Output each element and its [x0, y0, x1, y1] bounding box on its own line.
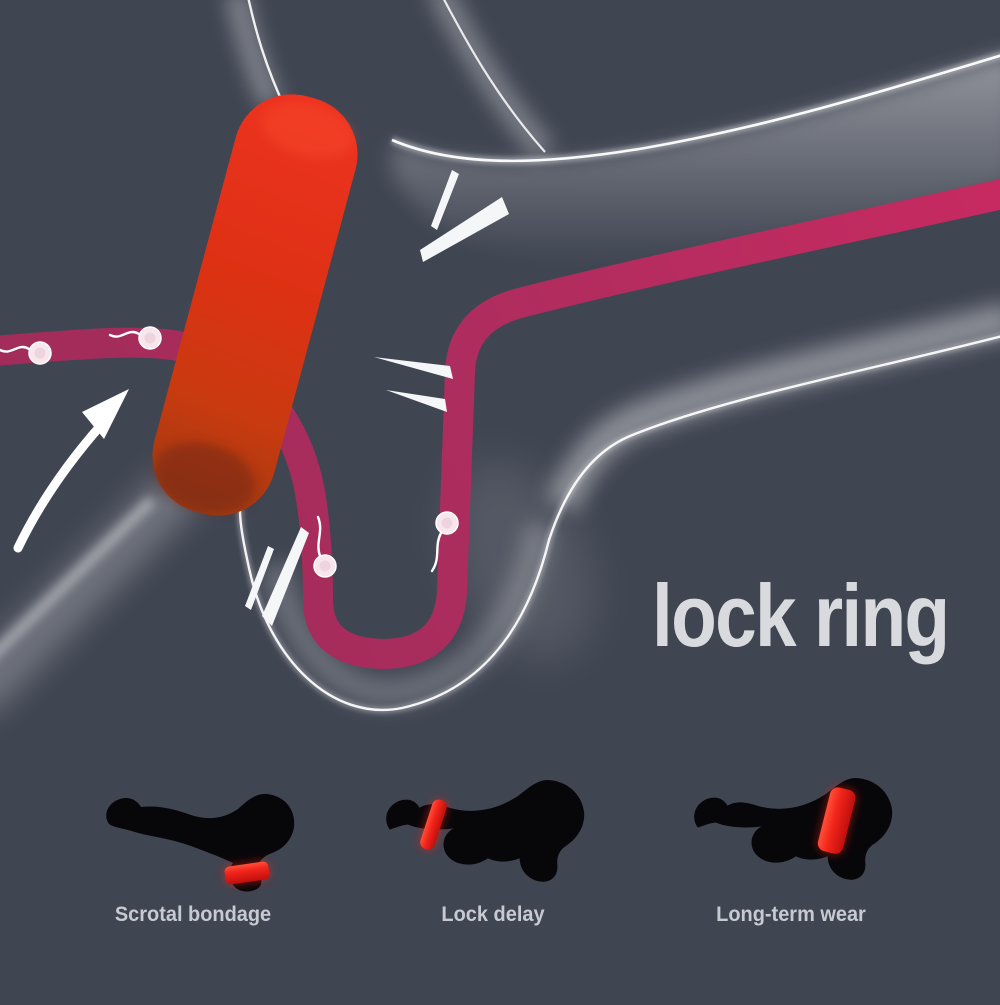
penis-silhouette: [386, 779, 585, 882]
long-term-wear-icon: [694, 777, 893, 880]
lock-delay-icon: [386, 779, 585, 882]
red-band: [817, 787, 856, 854]
red-band: [420, 799, 447, 850]
sperm-cell: [430, 511, 459, 573]
sperm-cells: [0, 326, 459, 578]
sperm-cell: [0, 341, 52, 365]
sperm-cell: [108, 326, 162, 350]
feature-label-scrotal-bondage: Scrotal bondage: [114, 903, 272, 926]
scrotal-bondage-icon: [106, 793, 295, 892]
impact-marks: [245, 170, 509, 626]
body-outline: [0, 0, 1000, 714]
feature-label-lock-delay: Lock delay: [441, 903, 545, 926]
penis-silhouette: [694, 777, 893, 880]
red-band: [224, 861, 270, 885]
flow-arrow: [13, 389, 129, 553]
sperm-cell: [313, 515, 337, 578]
feature-label-long-term-wear: Long-term wear: [716, 903, 866, 926]
page-title: lock ring: [652, 566, 950, 665]
cock-ring: [152, 94, 358, 516]
